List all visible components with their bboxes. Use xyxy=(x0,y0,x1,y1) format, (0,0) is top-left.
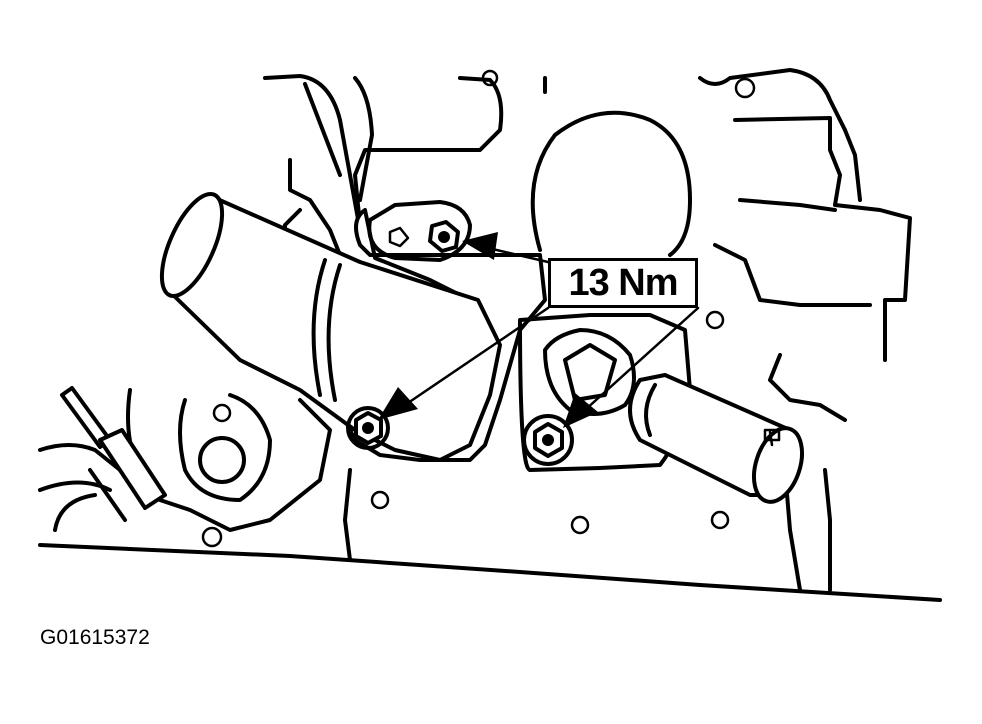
torque-callout-box: 13 Nm xyxy=(548,258,698,308)
flange-inner xyxy=(543,328,636,416)
coolant-hose xyxy=(159,191,502,462)
figure-id-label: G01615372 xyxy=(40,626,150,649)
callout-leaders xyxy=(378,232,700,428)
block-holes xyxy=(370,69,756,535)
bolt-bottom-right xyxy=(522,414,574,466)
torque-label: 13 Nm xyxy=(568,261,678,304)
bolt-top xyxy=(428,220,460,253)
valve-bracket xyxy=(563,343,617,402)
base-line xyxy=(38,543,942,602)
top-bolt-boss xyxy=(367,200,472,262)
engine-block-outline xyxy=(263,68,912,592)
bolt-bottom-left xyxy=(346,406,390,450)
block-bore-outline xyxy=(530,110,692,257)
outlet-pipe xyxy=(628,373,804,504)
temperature-sensor xyxy=(60,386,167,522)
